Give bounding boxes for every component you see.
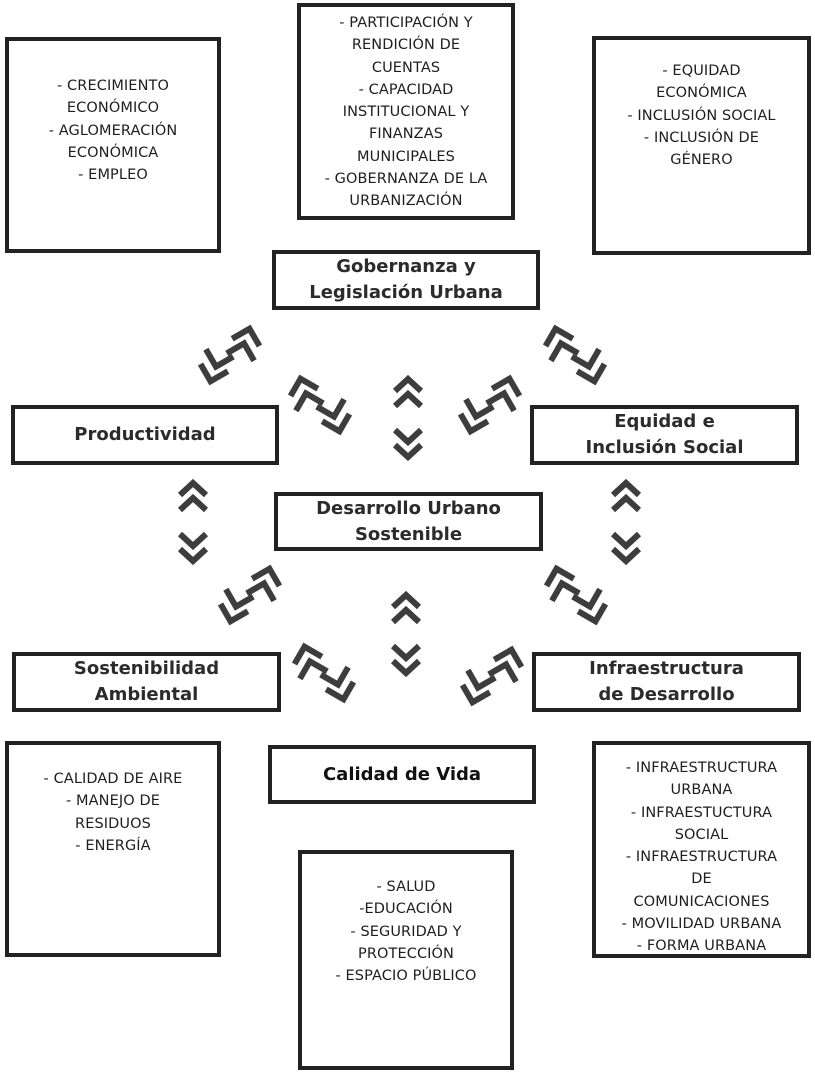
- pillar-title-line: Sostenibilidad: [73, 658, 220, 679]
- pillar-gobernanza: Gobernanza y Legislación Urbana: [272, 250, 540, 310]
- arrow-calidad-infraestructura: [452, 643, 532, 709]
- detail-line: URBANA: [670, 782, 733, 799]
- arrow-productividad-center: [280, 372, 360, 438]
- detail-line: - INCLUSIÓN DE: [643, 129, 760, 146]
- bidirectional-double-chevron-icon: [459, 645, 525, 707]
- bidirectional-double-chevron-icon: [217, 564, 283, 626]
- detail-line: - MOVILIDAD URBANA: [621, 916, 782, 933]
- arrow-productividad-gobernanza: [190, 322, 270, 388]
- detail-box-calidad: - SALUD -EDUCACIÓN - SEGURIDAD Y PROTECC…: [298, 850, 514, 1070]
- detail-line: - MANEJO DE: [65, 793, 160, 810]
- detail-line: - SALUD: [376, 879, 436, 895]
- pillar-title-line: Infraestructura: [589, 658, 744, 679]
- detail-line: -EDUCACIÓN: [359, 901, 453, 918]
- pillar-calidad: Calidad de Vida: [268, 745, 536, 804]
- pillar-title-line: Ambiental: [94, 684, 199, 705]
- pillar-title-line: Productividad: [74, 424, 216, 445]
- bidirectional-double-chevron-icon: [543, 564, 609, 626]
- detail-line: FINANZAS: [368, 126, 444, 143]
- detail-line: - ENERGÍA: [75, 837, 151, 854]
- arrow-equidad-infraestructura: [609, 478, 643, 566]
- detail-line: GÉNERO: [670, 152, 733, 169]
- detail-line: ECONÓMICA: [656, 85, 747, 102]
- bidirectional-double-chevron-icon: [291, 642, 357, 704]
- pillar-title-line: Inclusión Social: [585, 437, 744, 458]
- detail-line: - CAPACIDAD: [358, 81, 454, 98]
- detail-line: - INCLUSIÓN SOCIAL: [627, 107, 776, 124]
- detail-line: - AGLOMERACIÓN: [48, 122, 178, 139]
- center-desarrollo-urbano-sostenible: Desarrollo Urbano Sostenible: [274, 492, 543, 551]
- bidirectional-double-chevron-icon: [197, 324, 263, 386]
- detail-line: - EMPLEO: [78, 167, 148, 184]
- bidirectional-double-chevron-icon: [390, 590, 422, 678]
- detail-line: - INFRAESTUCTURA: [630, 804, 773, 821]
- arrow-gobernanza-equidad: [535, 322, 615, 388]
- arrow-sostenibilidad-center: [210, 562, 290, 628]
- arrow-productividad-sostenibilidad: [176, 478, 210, 566]
- center-title-line: Desarrollo Urbano: [316, 497, 501, 519]
- detail-line: RENDICIÓN DE: [351, 37, 461, 54]
- detail-box-equidad: - EQUIDAD ECONÓMICA - INCLUSIÓN SOCIAL -…: [592, 36, 811, 255]
- pillar-title-line: Gobernanza y: [336, 256, 476, 277]
- detail-box-sostenibilidad: - CALIDAD DE AIRE - MANEJO DE RESIDUOS -…: [5, 741, 221, 957]
- detail-line: RESIDUOS: [75, 815, 151, 832]
- detail-line: - INFRAESTRUCTURA: [625, 849, 778, 866]
- arrow-equidad-center: [450, 372, 530, 438]
- pillar-title-line: de Desarrollo: [598, 684, 735, 705]
- detail-line: - ESPACIO PÚBLICO: [335, 968, 477, 985]
- detail-line: SOCIAL: [674, 826, 729, 843]
- detail-line: - CRECIMIENTO: [57, 78, 169, 94]
- detail-line: MUNICIPALES: [357, 148, 455, 165]
- detail-line: - FORMA URBANA: [636, 938, 767, 955]
- pillar-title-line: Legislación Urbana: [309, 282, 503, 303]
- pillar-title-line: Equidad e: [614, 411, 715, 432]
- arrow-calidad-center: [389, 590, 423, 678]
- center-title-line: Sostenible: [354, 523, 463, 545]
- pillar-productividad: Productividad: [11, 405, 279, 465]
- pillar-title-line: Calidad de Vida: [322, 763, 482, 785]
- arrow-infraestructura-center: [536, 562, 616, 628]
- detail-line: DE: [691, 871, 712, 888]
- bidirectional-double-chevron-icon: [610, 478, 642, 566]
- detail-box-infraestructura: - INFRAESTRUCTURA URBANA - INFRAESTUCTUR…: [592, 741, 811, 958]
- detail-box-gobernanza: - PARTICIPACIÓN Y RENDICIÓN DE CUENTAS -…: [297, 3, 515, 220]
- pillar-infraestructura: Infraestructura de Desarrollo: [532, 652, 801, 712]
- bidirectional-double-chevron-icon: [542, 324, 608, 386]
- detail-line: - INFRAESTRUCTURA: [625, 760, 778, 776]
- arrow-sostenibilidad-calidad: [284, 640, 364, 706]
- pillar-equidad: Equidad e Inclusión Social: [530, 405, 799, 465]
- bidirectional-double-chevron-icon: [392, 374, 424, 462]
- detail-line: PROTECCIÓN: [357, 945, 455, 962]
- bidirectional-double-chevron-icon: [287, 374, 353, 436]
- detail-line: CUENTAS: [371, 59, 441, 76]
- detail-line: COMUNICACIONES: [633, 893, 770, 910]
- bidirectional-double-chevron-icon: [177, 478, 209, 566]
- detail-line: - GOBERNANZA DE LA: [324, 171, 488, 188]
- detail-line: - EQUIDAD: [662, 63, 741, 79]
- detail-line: - SEGURIDAD Y: [350, 923, 462, 940]
- detail-line: URBANIZACIÓN: [349, 193, 463, 210]
- arrow-gobernanza-center: [391, 374, 425, 462]
- detail-line: ECONÓMICO: [66, 100, 160, 117]
- detail-line: INSTITUCIONAL Y: [342, 104, 470, 121]
- detail-box-productividad: - CRECIMIENTO ECONÓMICO - AGLOMERACIÓN E…: [5, 37, 221, 253]
- pillar-sostenibilidad: Sostenibilidad Ambiental: [12, 652, 281, 712]
- bidirectional-double-chevron-icon: [457, 374, 523, 436]
- detail-line: - PARTICIPACIÓN Y: [339, 15, 473, 31]
- detail-line: ECONÓMICA: [67, 144, 159, 161]
- detail-line: - CALIDAD DE AIRE: [43, 771, 183, 787]
